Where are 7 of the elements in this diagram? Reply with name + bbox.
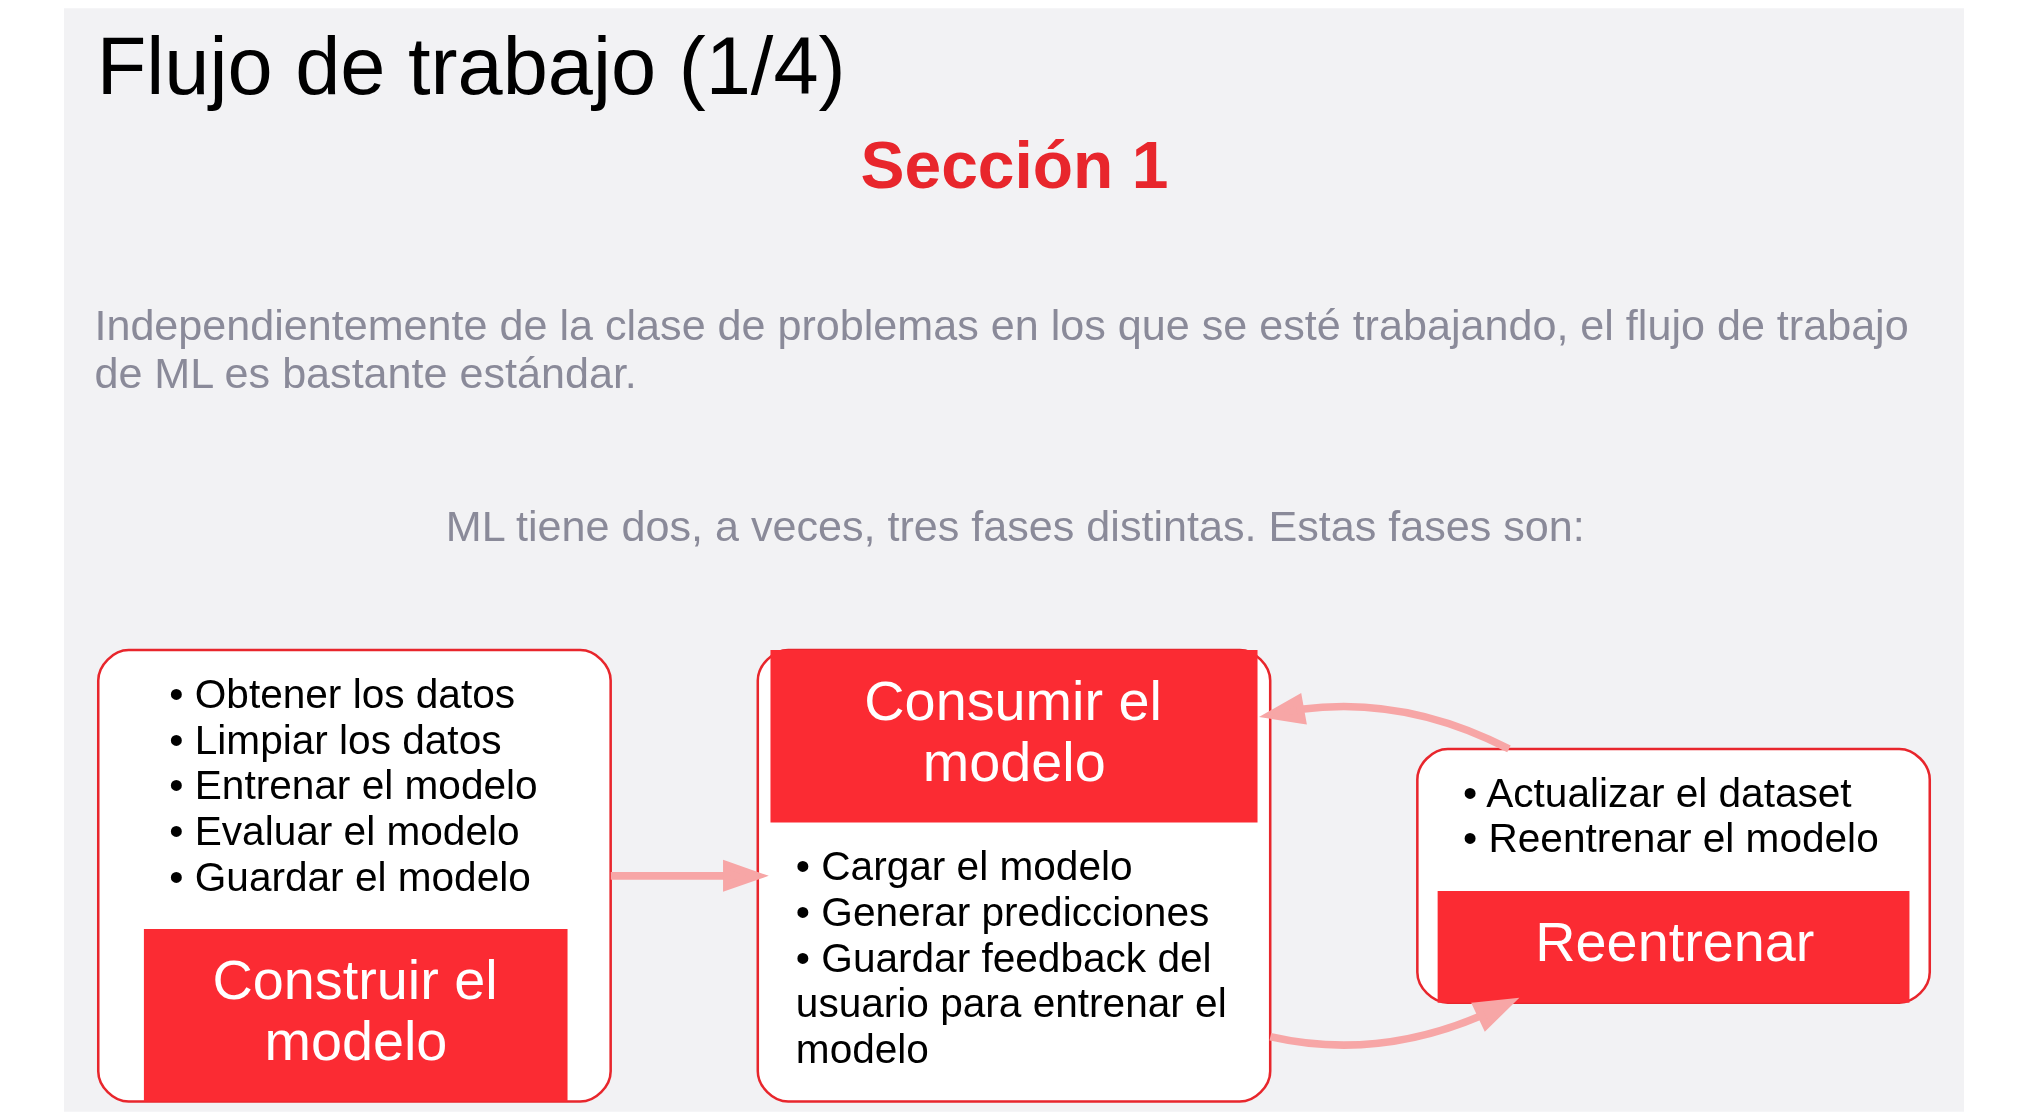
arrow	[1269, 997, 1520, 1049]
arrow	[610, 859, 769, 892]
label: ML tiene dos, a veces, tres fases distintas. Estas fases son:	[445, 502, 1585, 551]
label: Independientemente de la clase de problemas en los que se esté trabajando, el flujo de trabajo de ML es bastante estándar.	[94, 300, 1909, 397]
arrow	[1259, 693, 1511, 753]
diagram-title: Flujo de trabajo (1/4)	[96, 20, 846, 111]
label: Sección 1	[860, 127, 1169, 202]
